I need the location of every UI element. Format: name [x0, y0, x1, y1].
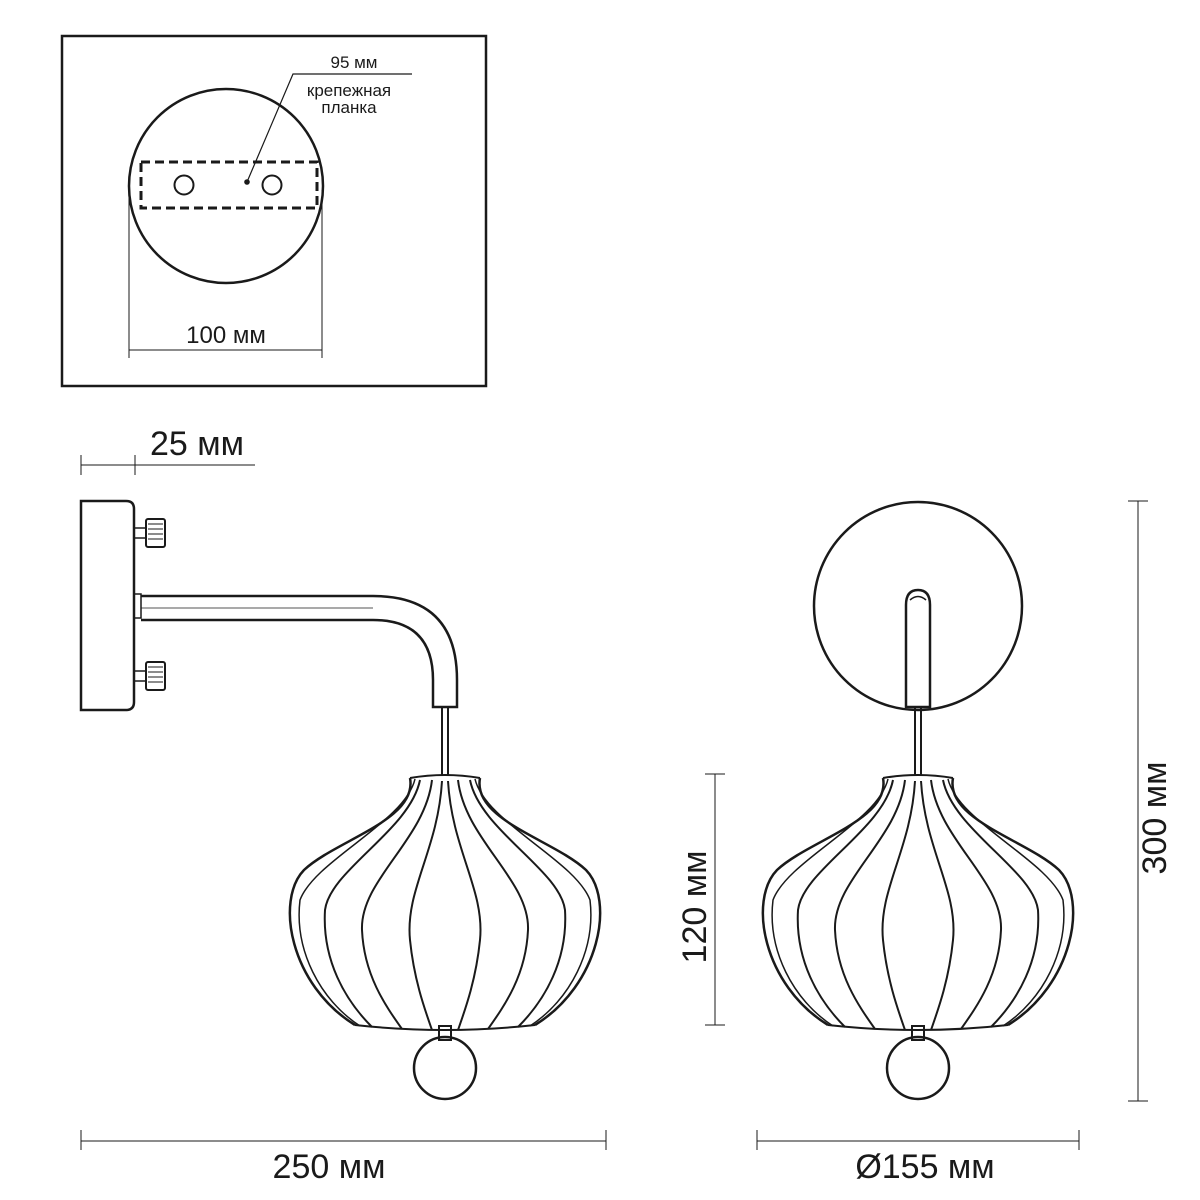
total-height-label: 300 мм: [1136, 762, 1174, 875]
shade-height-label: 120 мм: [676, 851, 714, 964]
finial-stem: [438, 1025, 452, 1041]
arm-collar: [133, 593, 142, 619]
leader-line: [246, 73, 412, 183]
mount-plate-circle: [127, 87, 325, 285]
arm-front-top: [909, 595, 927, 601]
front-view: 120 мм 300 мм Ø155 мм: [676, 500, 1174, 1186]
finial-ball: [412, 1035, 478, 1101]
mounting-bar: [139, 160, 319, 210]
mount-plate-view: 95 мм крепежная планка 100 мм: [60, 34, 488, 388]
front-finial-stem: [911, 1025, 925, 1041]
arm-front: [904, 588, 932, 709]
total-reach-label: 250 мм: [273, 1148, 386, 1186]
mount-hole-left: [173, 174, 195, 196]
bar-width-label: 95 мм: [330, 53, 377, 72]
shade-diameter-label: Ø155 мм: [855, 1148, 994, 1186]
screw-top: [133, 518, 166, 548]
front-finial-ball: [885, 1035, 951, 1101]
side-shade: [288, 774, 602, 1031]
bar-label-line1: крепежная: [307, 81, 391, 100]
screw-bottom: [133, 661, 166, 691]
wall-plate-front: [812, 500, 1024, 712]
plate-diameter-label: 100 мм: [186, 322, 266, 349]
detail-frame: [60, 34, 488, 388]
front-shade: [761, 774, 1075, 1031]
mount-hole-right: [261, 174, 283, 196]
bar-label-line2: планка: [321, 98, 377, 117]
side-view: 25 мм: [79, 425, 607, 1186]
plate-depth-label: 25 мм: [150, 425, 244, 463]
wall-plate-side: [79, 499, 136, 712]
bent-arm: [141, 594, 459, 709]
